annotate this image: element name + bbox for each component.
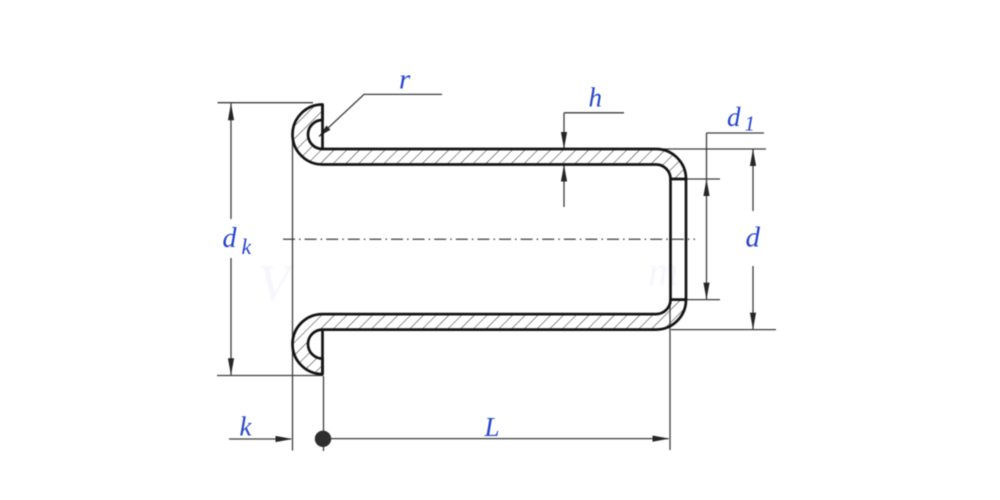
svg-text:m: m <box>648 249 678 295</box>
svg-text:h: h <box>589 83 603 113</box>
svg-text:V: V <box>258 255 295 312</box>
svg-text:L: L <box>484 412 500 442</box>
svg-text:d: d <box>746 222 761 254</box>
svg-text:d: d <box>727 102 741 132</box>
svg-text:1: 1 <box>745 112 756 136</box>
svg-text:k: k <box>242 234 253 259</box>
svg-text:k: k <box>240 412 253 442</box>
svg-text:r: r <box>399 64 411 96</box>
svg-text:d: d <box>223 223 238 254</box>
